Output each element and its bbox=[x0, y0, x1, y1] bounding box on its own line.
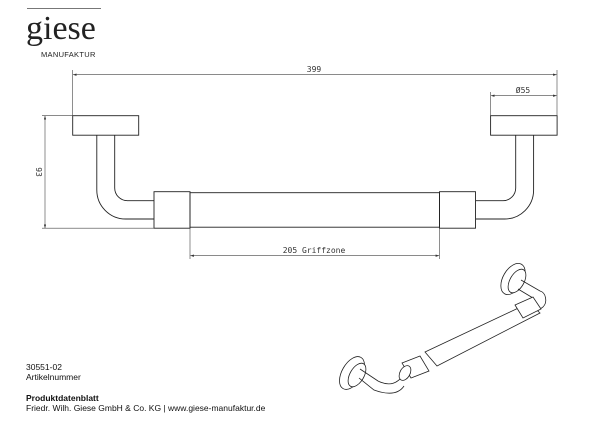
logo-rule bbox=[27, 8, 101, 9]
iso-left-pipe bbox=[359, 368, 402, 385]
article-number-label: Artikelnummer bbox=[26, 372, 81, 382]
iso-right-sleeve bbox=[514, 296, 542, 319]
logo-word: giese bbox=[26, 10, 96, 47]
dimension-lines bbox=[42, 70, 558, 259]
left-pipe-outer bbox=[96, 135, 154, 220]
footer-block: Produktdatenblatt Friedr. Wilh. Giese Gm… bbox=[26, 393, 265, 413]
grip-zone-label: 205 Griffzone bbox=[283, 246, 346, 255]
height-label: 93 bbox=[34, 167, 43, 177]
left-pipe-inner bbox=[114, 135, 154, 202]
flange-diameter-label: Ø55 bbox=[516, 85, 531, 95]
iso-left-sleeve-end bbox=[398, 365, 412, 381]
company-line: Friedr. Wilh. Giese GmbH & Co. KG | www.… bbox=[26, 403, 266, 413]
right-flange bbox=[490, 115, 558, 136]
grip-bar bbox=[189, 192, 440, 228]
iso-grip-bar bbox=[424, 302, 541, 367]
right-pipe-inner bbox=[476, 135, 517, 202]
sheet-title: Produktdatenblatt bbox=[26, 393, 99, 403]
iso-right-pipe bbox=[520, 279, 547, 313]
left-flange bbox=[72, 115, 140, 136]
article-block: 30551-02 Artikelnummer bbox=[26, 362, 81, 382]
iso-left-flange-face bbox=[347, 362, 367, 388]
front-view bbox=[72, 115, 558, 229]
right-pipe-outer bbox=[476, 135, 535, 220]
article-number: 30551-02 bbox=[26, 362, 62, 372]
left-sleeve bbox=[153, 191, 191, 229]
logo-subtitle: MANUFAKTUR bbox=[41, 50, 96, 59]
giese-logo: giese MANUFAKTUR bbox=[26, 8, 116, 59]
iso-right-flange-face bbox=[507, 268, 527, 294]
total-length-label: 399 bbox=[307, 65, 322, 74]
isometric-view bbox=[339, 263, 547, 394]
iso-left-pipe-inner bbox=[358, 377, 405, 394]
right-sleeve bbox=[439, 191, 476, 229]
